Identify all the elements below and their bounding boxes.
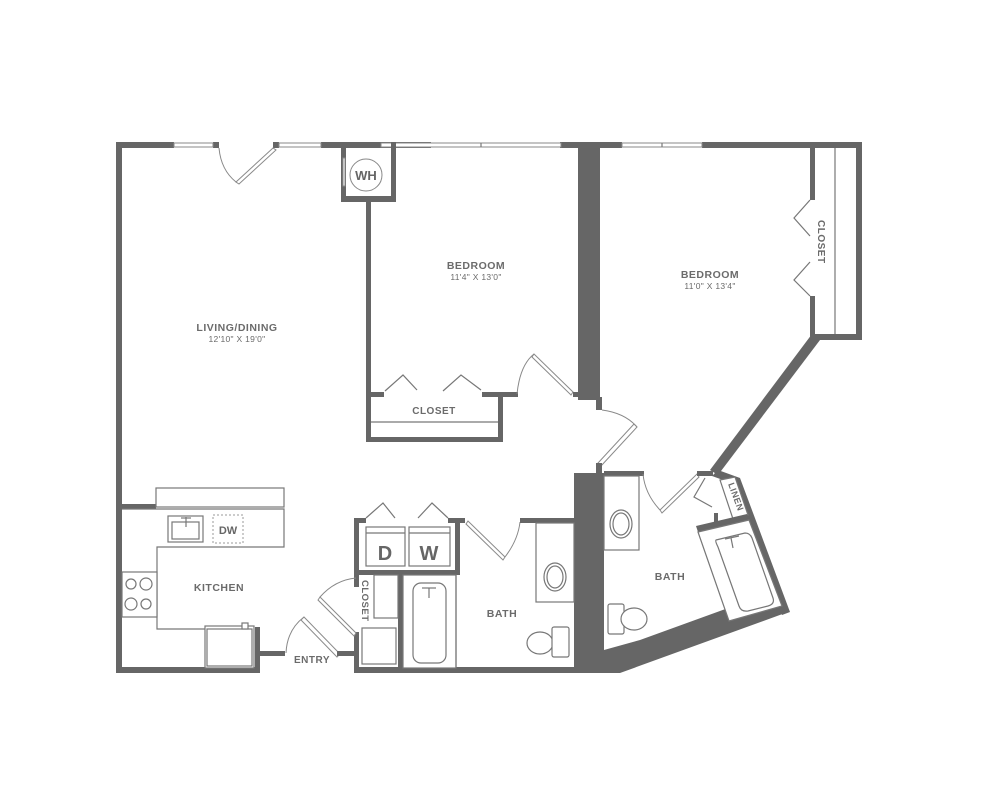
bedroom-2-label: BEDROOM (681, 269, 739, 281)
balcony-door[interactable] (218, 147, 277, 185)
dishwasher-label: DW (219, 525, 238, 537)
bedroom-2-dimensions: 11'0" X 13'4" (684, 281, 735, 291)
living-dining: LIVING/DINING 12'10" X 19'0" (196, 322, 277, 344)
range-icon (121, 571, 158, 618)
kitchen: DW KITCHEN (116, 487, 285, 671)
toilet-1-icon (526, 626, 570, 658)
living-dining-label: LIVING/DINING (196, 322, 277, 334)
toilet-2-icon (607, 603, 648, 635)
bedroom-1-door-swing (516, 353, 535, 395)
bath-1: BATH (402, 518, 576, 669)
kitchen-label: KITCHEN (194, 582, 244, 594)
windows (173, 142, 703, 148)
entry-label: ENTRY (294, 655, 330, 666)
closet-entry-label: CLOSET (359, 580, 370, 622)
closet-bedroom-1-label: CLOSET (412, 406, 456, 417)
bath-2-door[interactable] (659, 473, 700, 514)
dryer-icon: D (365, 526, 406, 567)
dishwasher-icon (212, 514, 244, 544)
refrigerator-icon (204, 622, 255, 669)
water-heater-closet: WH (341, 142, 396, 202)
bath-2-label: BATH (655, 571, 685, 583)
washer-icon: W (408, 526, 451, 567)
kitchen-sink-icon (167, 515, 204, 543)
bath-1-label: BATH (487, 608, 517, 620)
entry-door[interactable] (300, 616, 341, 658)
bedroom-1-dimensions: 11'4" X 13'0" (450, 272, 501, 282)
dryer-label: D (378, 543, 392, 565)
bedroom-1: BEDROOM 11'4" X 13'0" CLOSET (366, 200, 600, 442)
water-heater-label: WH (355, 168, 377, 183)
entry: ENTRY (255, 616, 359, 666)
water-heater-icon (349, 158, 383, 192)
bathtub-1-icon (402, 574, 457, 669)
entry-closet-door[interactable] (317, 596, 357, 637)
living-dining-dimensions: 12'10" X 19'0" (209, 334, 266, 344)
bath-1-door[interactable] (465, 520, 506, 561)
bedroom-2-door[interactable] (597, 423, 638, 467)
bath-2: LINEN BATH (603, 471, 783, 635)
bathtub-2-icon (696, 514, 783, 622)
exterior-walls (116, 142, 862, 673)
bedroom-2: BEDROOM 11'0" X 13'4" CLOSET (596, 142, 836, 475)
bedroom-1-door[interactable] (531, 353, 574, 396)
closet-bedroom-2-label: CLOSET (815, 220, 826, 264)
laundry-closet: D W CLOSET (317, 502, 460, 673)
washer-label: W (420, 543, 439, 565)
bedroom-1-label: BEDROOM (447, 260, 505, 272)
